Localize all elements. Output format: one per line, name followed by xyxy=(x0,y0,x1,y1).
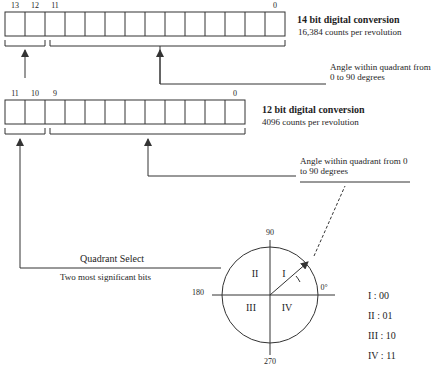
bit-number: 13 xyxy=(5,1,25,10)
cell-divider xyxy=(65,100,66,124)
register-subtitle: 16,384 counts per revolution xyxy=(298,27,434,37)
leader-line xyxy=(314,186,345,256)
quadrant-select-note: Two most significant bits xyxy=(60,272,210,282)
arrow xyxy=(148,139,149,176)
axis-label: 0° xyxy=(314,283,334,292)
cell-divider xyxy=(245,12,246,36)
register-14bit xyxy=(5,12,285,36)
leader-line xyxy=(160,46,326,84)
bit-number: 0 xyxy=(225,89,245,98)
register-title: 14 bit digital conversion xyxy=(297,14,437,26)
quadrant-code: I : 00 xyxy=(368,290,434,302)
quadrant-number: II xyxy=(246,268,264,280)
quadrant-number: I xyxy=(276,268,292,280)
axis-label: 180 xyxy=(186,288,210,297)
bit-number: 0 xyxy=(265,1,285,10)
cell-divider xyxy=(205,100,206,124)
register-cells xyxy=(25,100,225,124)
bit-number: 9 xyxy=(45,89,65,98)
bit-number: 10 xyxy=(25,89,45,98)
quadrant-code: III : 10 xyxy=(368,330,434,342)
cell-divider xyxy=(165,100,166,124)
axis-label: 270 xyxy=(258,357,282,366)
cell-divider xyxy=(225,12,226,36)
field-note: Angle within quadrant from 0 to 90 degre… xyxy=(300,156,412,177)
field-note: Angle within quadrant from 0 to 90 degre… xyxy=(330,62,434,83)
cell-divider xyxy=(105,100,106,124)
bracket xyxy=(50,128,245,134)
bit-number: 12 xyxy=(25,1,45,10)
bit-number: 11 xyxy=(45,1,65,10)
register-title: 12 bit digital conversion xyxy=(262,104,432,116)
cell-divider xyxy=(165,12,166,36)
leader-line xyxy=(20,268,221,269)
cell-divider xyxy=(85,12,86,36)
bracket xyxy=(50,40,285,46)
cell-divider xyxy=(125,12,126,36)
cell-divider xyxy=(45,100,46,124)
leader-line xyxy=(148,176,296,177)
underline xyxy=(300,182,410,183)
arrow xyxy=(25,50,26,78)
arrow xyxy=(20,139,21,268)
arrow xyxy=(160,50,161,84)
cell-divider xyxy=(45,12,46,36)
angle-arc xyxy=(296,276,300,282)
cell-divider xyxy=(185,100,186,124)
cell-divider xyxy=(85,100,86,124)
cell-divider xyxy=(25,12,26,36)
register-12bit xyxy=(5,100,245,124)
quadrant-code: IV : 11 xyxy=(368,350,434,362)
cell-divider xyxy=(125,100,126,124)
bracket xyxy=(5,128,45,134)
cell-divider xyxy=(105,12,106,36)
cell-divider xyxy=(145,100,146,124)
quadrant-number: IV xyxy=(276,302,298,314)
axis xyxy=(270,240,271,355)
quadrant-select-label: Quadrant Select xyxy=(80,253,200,265)
cell-divider xyxy=(25,100,26,124)
cell-divider xyxy=(205,12,206,36)
axis xyxy=(212,295,335,296)
bracket xyxy=(5,40,45,46)
quadrant-code: II : 01 xyxy=(368,310,434,322)
cell-divider xyxy=(265,12,266,36)
bit-number: 11 xyxy=(5,89,25,98)
register-cells xyxy=(25,12,265,36)
axis-label: 90 xyxy=(260,228,280,237)
angle-arrow xyxy=(270,262,308,295)
cell-divider xyxy=(65,12,66,36)
quadrant-number: III xyxy=(240,302,262,314)
cell-divider xyxy=(145,12,146,36)
cell-divider xyxy=(225,100,226,124)
register-subtitle: 4096 counts per revolution xyxy=(262,117,432,127)
cell-divider xyxy=(185,12,186,36)
